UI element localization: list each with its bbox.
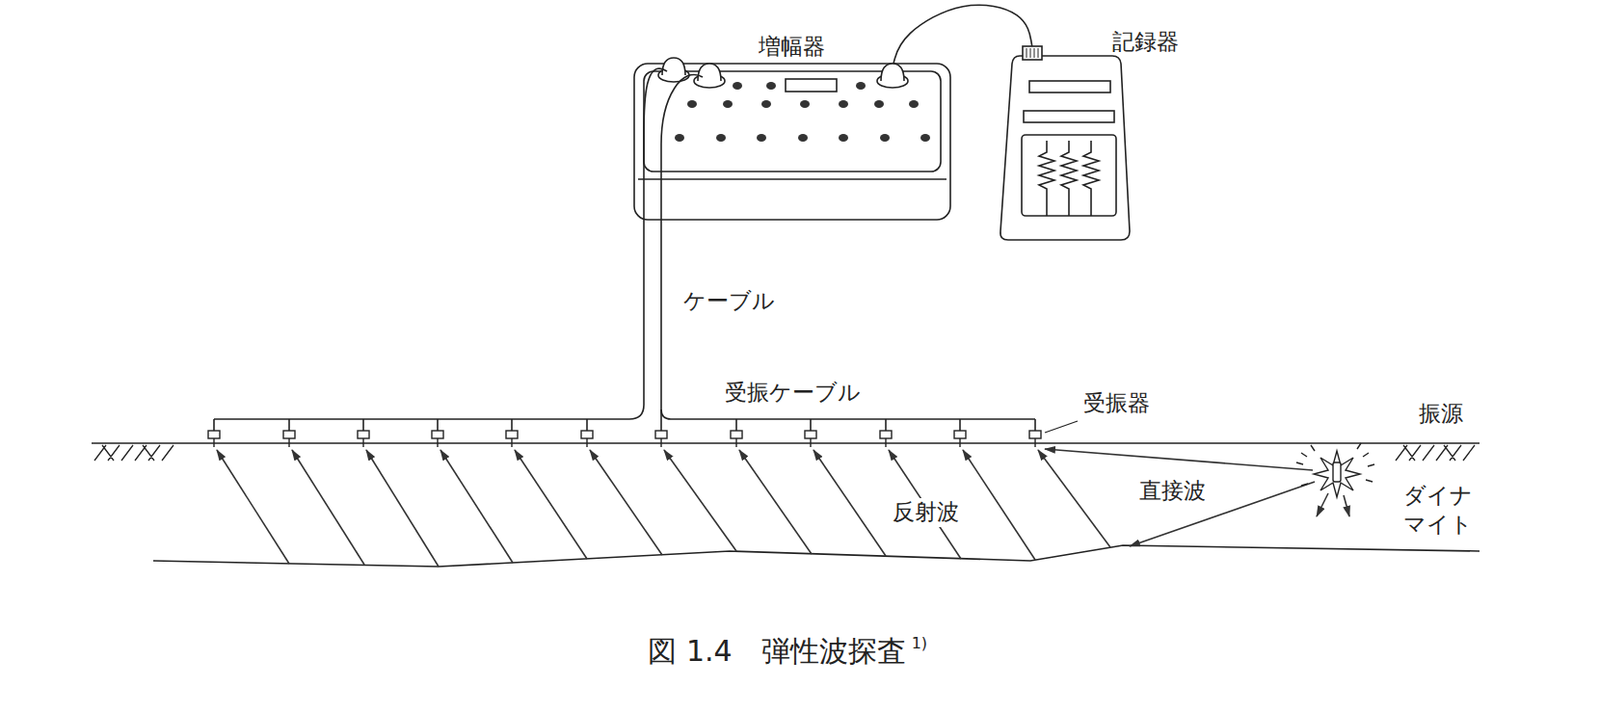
cable-drops — [213, 419, 1036, 431]
amplifier-body — [634, 63, 951, 220]
geophones — [208, 430, 1041, 448]
ray-arrow — [589, 450, 663, 556]
part-label: 反射波 — [890, 498, 961, 528]
ray-arrow — [962, 450, 1036, 560]
ray-arrow — [888, 450, 961, 560]
spark-dashes — [1296, 443, 1375, 486]
part-label: 振源 — [1416, 400, 1466, 429]
geophone — [283, 430, 295, 439]
reference-mark: 1) — [909, 634, 930, 655]
device-label: 増幅器 — [758, 33, 826, 61]
cable-line — [661, 409, 1036, 420]
recorder-display — [1021, 134, 1117, 216]
geophone — [804, 430, 817, 439]
down-wave-arrow — [1343, 495, 1350, 517]
part-label: ダイナ マイト — [1401, 481, 1479, 540]
recorder-body — [1000, 55, 1130, 240]
ground-hatch — [94, 445, 174, 461]
recorder-slot — [1023, 110, 1115, 123]
connector-domes — [658, 57, 908, 88]
recorder-drawing — [1000, 46, 1130, 240]
part-label: ケーブル — [681, 287, 777, 317]
ray-arrow — [440, 450, 513, 563]
amplifier-edge — [638, 178, 947, 181]
geophone — [208, 430, 220, 439]
amplifier-knobs — [674, 81, 931, 142]
amplifier-drawing — [634, 57, 951, 220]
direct-wave-arrow — [1044, 449, 1313, 471]
ray-arrow — [366, 450, 439, 567]
amplifier-display — [785, 79, 837, 92]
geophone — [880, 430, 892, 439]
geophone-cables — [213, 68, 1036, 431]
geophone — [357, 430, 370, 439]
ray-arrow — [739, 450, 812, 555]
ground — [91, 443, 1480, 567]
cable-line — [213, 68, 667, 420]
dynamite-explosion — [1296, 443, 1375, 498]
reflected-rays — [216, 449, 1350, 567]
recorder-box: 記録器 — [999, 55, 1130, 240]
ray-arrow — [1038, 450, 1111, 548]
leader-line — [1044, 421, 1078, 433]
geophone — [581, 430, 593, 439]
cable-line — [893, 4, 1033, 64]
geophone — [431, 430, 444, 439]
trace — [1083, 140, 1099, 216]
trace — [1061, 140, 1077, 216]
ray-arrow — [514, 450, 587, 560]
amplifier-box: 増幅器 — [634, 63, 951, 220]
part-label: 受振器 — [1081, 389, 1152, 419]
ground-line — [91, 442, 1480, 445]
down-wave-arrow — [1316, 493, 1329, 517]
dynamite-stick — [1333, 462, 1341, 482]
geophone — [1029, 430, 1041, 439]
geophone — [655, 430, 667, 439]
burst-star — [1313, 451, 1360, 498]
recorder-slot — [1029, 80, 1111, 93]
ground-hatch — [1395, 445, 1475, 461]
geophone — [954, 430, 966, 439]
ray-arrow — [813, 450, 886, 557]
part-label: 受振ケーブル — [722, 378, 863, 408]
geophone — [730, 430, 743, 439]
amplifier-rim — [643, 71, 941, 172]
figure-caption: 図 1.4 弾性波探査 — [647, 634, 906, 669]
device-label: 記録器 — [1112, 28, 1179, 56]
ray-arrow — [664, 450, 737, 552]
ray-arrow — [292, 450, 365, 565]
geophone — [506, 430, 518, 439]
part-label: 直接波 — [1137, 477, 1208, 507]
trace — [1039, 140, 1055, 216]
reflector-line — [153, 545, 1480, 567]
recorder-plug — [1022, 46, 1042, 60]
plug-ribs — [1026, 48, 1039, 58]
cable-line — [661, 74, 703, 431]
ray-arrow — [216, 450, 290, 564]
